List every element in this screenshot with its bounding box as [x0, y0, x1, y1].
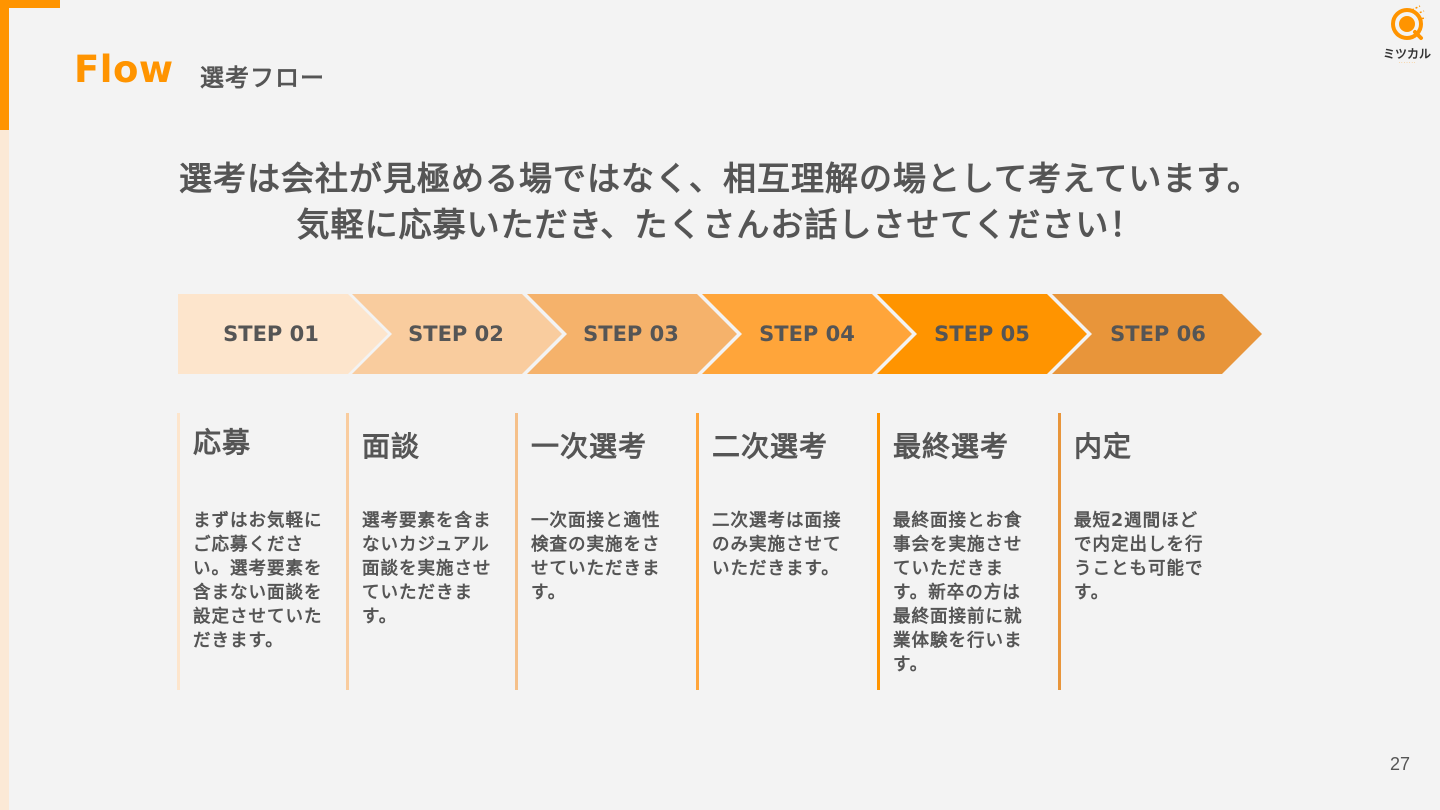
step-arrow-5: [877, 294, 1087, 374]
accent-bar-top: [0, 0, 60, 8]
section-title-en: Flow: [74, 48, 174, 91]
company-logo-icon: ミツカル · · · · · · ·: [1383, 5, 1431, 65]
step-column-5: 最終選考 最終面接とお食事会を実施させていただきます。新卒の方は最終面接前に就業…: [877, 413, 1052, 690]
step-label-4: STEP 04: [759, 322, 855, 346]
step-arrow-6: [1052, 294, 1262, 374]
step-label-5: STEP 05: [934, 322, 1030, 346]
step-description: 二次選考は面接のみ実施させていただきます。: [712, 511, 842, 579]
step-arrow-2: [352, 294, 562, 374]
lead-message: 選考は会社が見極める場ではなく、相互理解の場として考えています。 気軽に応募いた…: [100, 156, 1340, 248]
step-title: 一次選考: [531, 430, 648, 463]
step-column-3: 一次選考 一次面接と適性検査の実施をさせていただきます。: [515, 413, 690, 690]
logo-text: ミツカル: [1383, 47, 1431, 61]
step-label-3: STEP 03: [583, 322, 679, 346]
step-column-2: 面談 選考要素を含まないカジュアル面談を実施させていただきます。: [346, 413, 511, 690]
step-label-1: STEP 01: [223, 322, 319, 346]
lead-line-1: 選考は会社が見極める場ではなく、相互理解の場として考えています。: [178, 159, 1262, 198]
step-description: 最終面接とお食事会を実施させていただきます。新卒の方は最終面接前に就業体験を行い…: [893, 511, 1023, 675]
step-arrow-1: [178, 294, 388, 374]
step-title: 二次選考: [712, 430, 829, 463]
step-column-6: 内定 最短2週間ほどで内定出しを行うことも可能です。: [1058, 413, 1233, 690]
step-description: 最短2週間ほどで内定出しを行うことも可能です。: [1074, 511, 1204, 603]
step-column-4: 二次選考 二次選考は面接のみ実施させていただきます。: [696, 413, 871, 690]
section-title-ja: 選考フロー: [200, 64, 325, 92]
step-column-1: 応募 まずはお気軽にご応募ください。選考要素を含まない面談を設定させていただきま…: [177, 413, 342, 690]
step-title: 応募: [193, 426, 252, 459]
svg-text:· · · · · · ·: · · · · · · ·: [1399, 60, 1416, 65]
page-number: 27: [1389, 754, 1410, 774]
accent-bar-left-pale: [0, 130, 9, 810]
step-label-2: STEP 02: [408, 322, 504, 346]
step-arrow-4: [702, 294, 912, 374]
step-arrow-3: [527, 294, 737, 374]
step-title: 面談: [362, 430, 421, 463]
step-description: 選考要素を含まないカジュアル面談を実施させていただきます。: [362, 511, 492, 627]
step-description: 一次面接と適性検査の実施をさせていただきます。: [531, 511, 661, 603]
step-label-6: STEP 06: [1110, 322, 1206, 346]
step-description: まずはお気軽にご応募ください。選考要素を含まない面談を設定させていただきます。: [193, 511, 323, 651]
step-title: 内定: [1074, 430, 1133, 463]
step-title: 最終選考: [893, 430, 1010, 463]
accent-bar-left: [0, 0, 9, 130]
lead-line-2: 気軽に応募いただき、たくさんお話しさせてください！: [296, 205, 1144, 244]
